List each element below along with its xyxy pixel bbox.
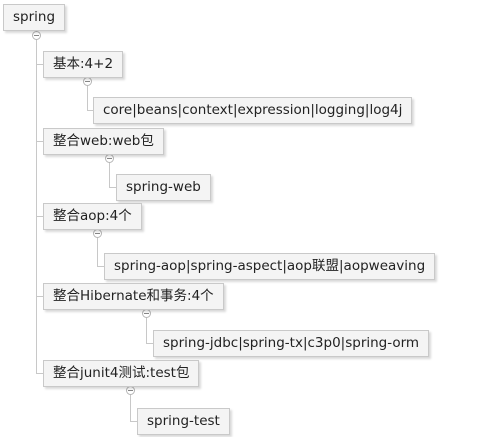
- root-trunk-line: [36, 31, 37, 373]
- group4-trunk-line: [146, 309, 147, 343]
- group5-leaf-line: [130, 421, 137, 422]
- collapse-circle-icon[interactable]: [142, 309, 151, 318]
- collapse-circle-icon[interactable]: [126, 386, 135, 395]
- branch-line-3: [36, 216, 43, 217]
- collapse-circle-icon[interactable]: [83, 77, 92, 86]
- root-node[interactable]: spring: [3, 4, 66, 31]
- group-node-hibernate[interactable]: 整合Hibernate和事务:4个: [43, 283, 224, 310]
- collapse-circle-icon[interactable]: [93, 229, 102, 238]
- leaf-node-hibernate-jars[interactable]: spring-jdbc|spring-tx|c3p0|spring-orm: [153, 330, 430, 357]
- leaf-node-web-jars[interactable]: spring-web: [116, 174, 211, 201]
- branch-line-4: [36, 296, 43, 297]
- group-node-aop[interactable]: 整合aop:4个: [43, 203, 142, 230]
- group3-trunk-line: [97, 229, 98, 266]
- collapse-circle-icon[interactable]: [105, 154, 114, 163]
- group-node-web[interactable]: 整合web:web包: [43, 128, 164, 155]
- group5-trunk-line: [130, 386, 131, 421]
- leaf-node-basic-jars[interactable]: core|beans|context|expression|logging|lo…: [93, 97, 413, 124]
- group1-leaf-line: [87, 110, 93, 111]
- group2-trunk-line: [109, 154, 110, 187]
- branch-line-2: [36, 141, 43, 142]
- leaf-node-aop-jars[interactable]: spring-aop|spring-aspect|aop联盟|aopweavin…: [104, 253, 436, 280]
- collapse-circle-icon[interactable]: [32, 31, 41, 40]
- branch-line-5: [36, 373, 43, 374]
- branch-line-1: [36, 64, 43, 65]
- group1-trunk-line: [87, 77, 88, 110]
- group2-leaf-line: [109, 187, 116, 188]
- group3-leaf-line: [97, 266, 104, 267]
- leaf-node-junit-jars[interactable]: spring-test: [137, 408, 230, 435]
- group-node-basic[interactable]: 基本:4+2: [43, 51, 124, 78]
- group-node-junit[interactable]: 整合junit4测试:test包: [43, 360, 200, 387]
- group4-leaf-line: [146, 343, 153, 344]
